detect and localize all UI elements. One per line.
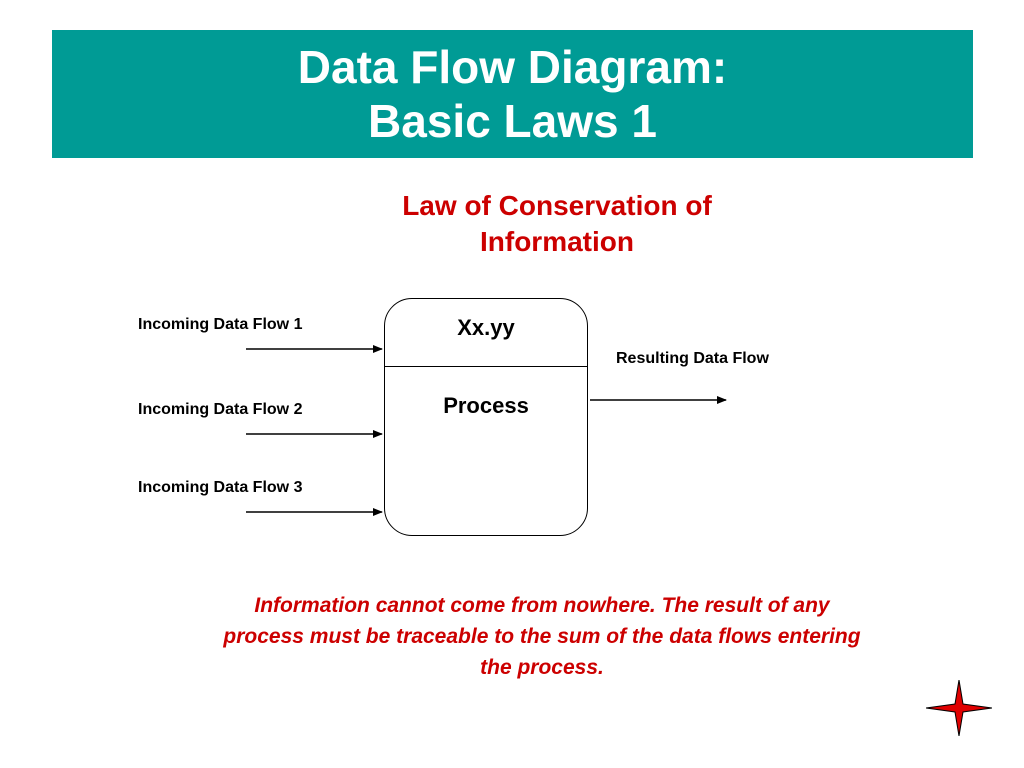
title-line-2: Basic Laws 1 bbox=[368, 95, 657, 147]
red-star-icon bbox=[926, 680, 992, 736]
incoming-flow-1-label: Incoming Data Flow 1 bbox=[138, 316, 303, 333]
subtitle-line-1: Law of Conservation of bbox=[402, 190, 712, 221]
incoming-flow-2-label: Incoming Data Flow 2 bbox=[138, 401, 303, 418]
title-bar: Data Flow Diagram: Basic Laws 1 bbox=[52, 30, 973, 158]
subtitle: Law of Conservation of Information bbox=[330, 188, 784, 260]
process-id: Xx.yy bbox=[457, 315, 515, 340]
subtitle-line-2: Information bbox=[480, 226, 634, 257]
outgoing-flow-label: Resulting Data Flow bbox=[616, 350, 769, 367]
incoming-flow-3-label: Incoming Data Flow 3 bbox=[138, 479, 303, 496]
title-line-1: Data Flow Diagram: bbox=[297, 41, 728, 93]
conservation-note: Information cannot come from nowhere. Th… bbox=[223, 594, 861, 679]
process-name: Process bbox=[443, 393, 529, 418]
process-divider bbox=[385, 366, 587, 367]
process-box: Xx.yy Process bbox=[384, 298, 588, 536]
